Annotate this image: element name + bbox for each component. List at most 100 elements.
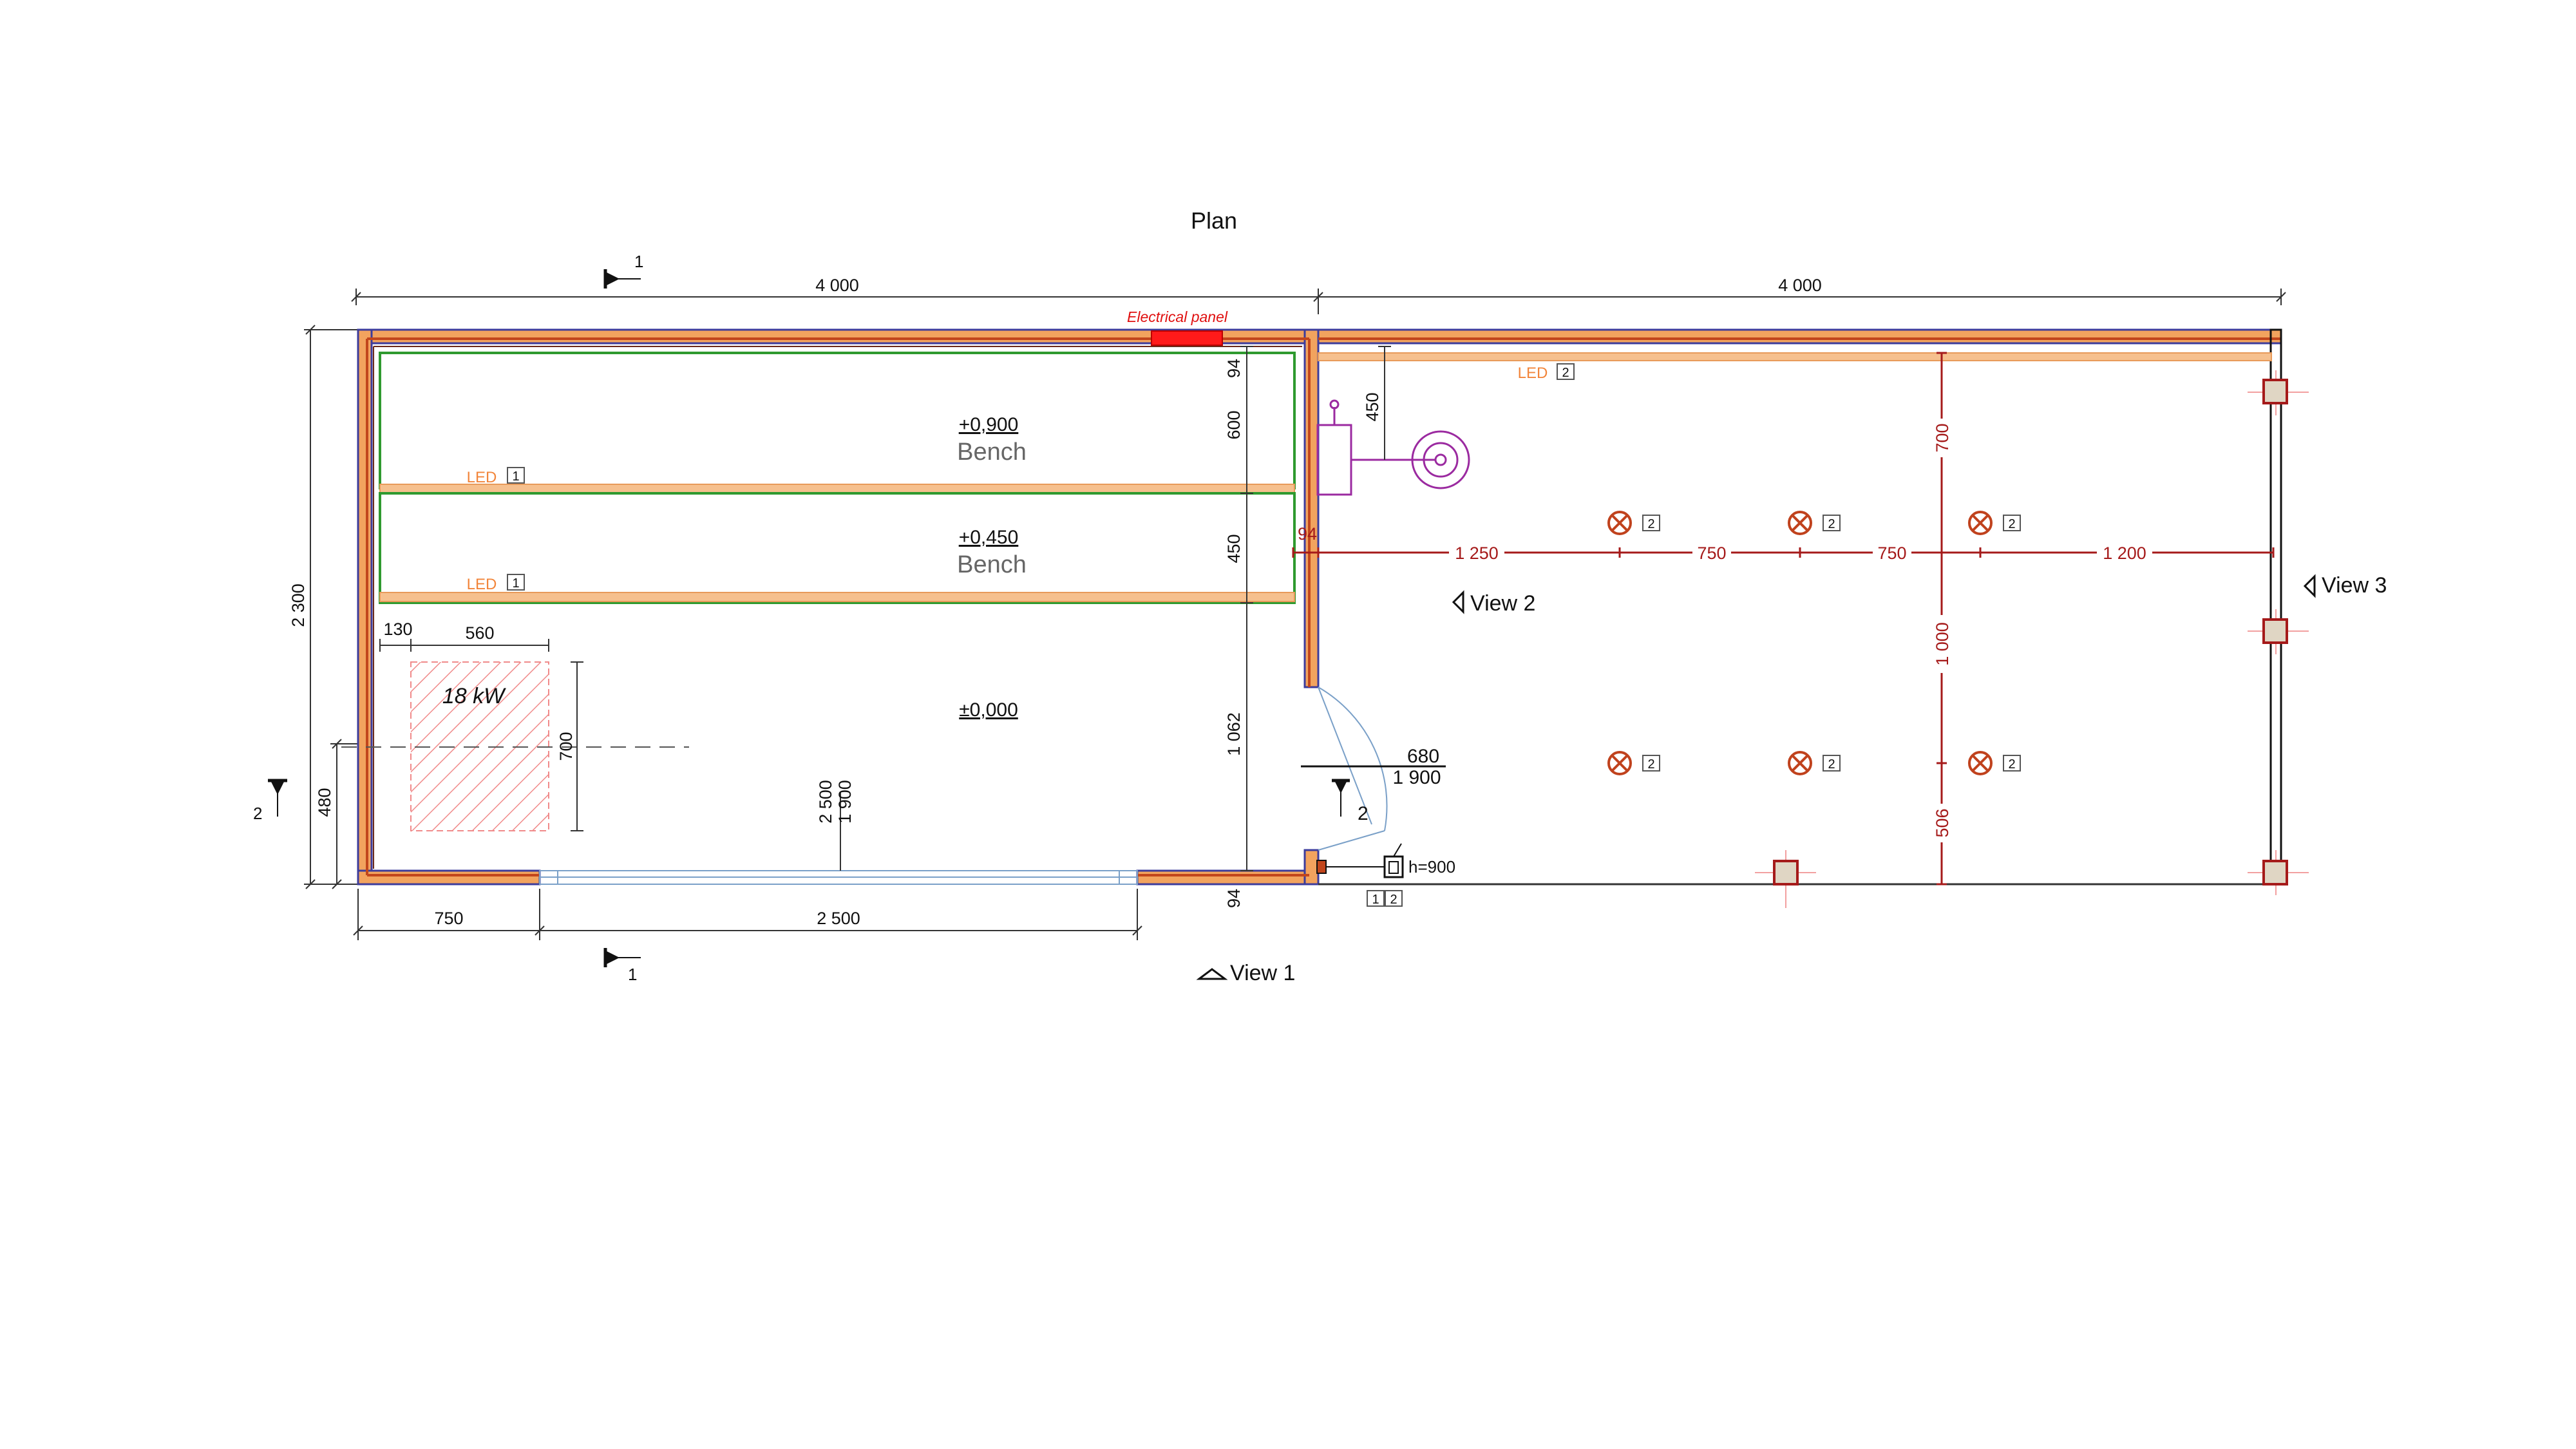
dim-red-750a: 750 <box>1697 544 1726 563</box>
led-upper-tag: 1 <box>512 469 519 484</box>
light-tag-box-1 <box>1642 515 1660 531</box>
dressing-room-walls <box>1317 328 2282 886</box>
dim-partition-94-top: 94 <box>1224 359 1244 378</box>
view3-marker <box>2303 574 2316 598</box>
section-marker-1-bottom <box>603 948 641 967</box>
section-marker-2-left <box>268 779 287 817</box>
dim-partition-450: 450 <box>1224 534 1244 563</box>
dim-left-height: 2 300 <box>289 583 308 627</box>
switch-tag-2: 2 <box>1390 893 1397 907</box>
section-1-bottom-label: 1 <box>628 965 637 984</box>
light-tag-5: 2 <box>1828 757 1835 772</box>
shower-dimension <box>1378 346 1391 460</box>
dim-bottom-750: 750 <box>434 909 463 928</box>
top-dimension-line <box>351 289 2286 314</box>
light-tag-2: 2 <box>1828 517 1835 531</box>
view2-marker <box>1452 590 1464 614</box>
section-marker-1-top <box>603 269 641 289</box>
view1-label: View 1 <box>1230 961 1295 985</box>
section-2-left-label: 2 <box>253 804 262 823</box>
dim-stove-560: 560 <box>465 623 494 643</box>
ceiling-light-1 <box>1607 511 1632 535</box>
light-tag-6: 2 <box>2008 757 2015 772</box>
dim-red-700-bg <box>1931 419 1953 457</box>
dim-bottom-2500: 2 500 <box>817 909 860 928</box>
light-tag-4: 2 <box>1647 757 1654 772</box>
view2-label: View 2 <box>1470 591 1535 616</box>
heater-dimensions <box>379 639 583 831</box>
bench-upper-label: Bench <box>957 439 1027 466</box>
dim-shower-450: 450 <box>1363 392 1382 421</box>
bench-lower <box>379 492 1296 604</box>
floor-level-label: ±0,000 <box>959 699 1018 721</box>
dim-partition-94-bottom: 94 <box>1224 889 1244 908</box>
light-tag-3: 2 <box>2008 517 2015 531</box>
led-2-tag-box <box>1557 363 1575 380</box>
light-tag-box-3 <box>2003 515 2021 531</box>
dim-red-1200: 1 200 <box>2103 544 2146 563</box>
bench-lower-label: Bench <box>957 551 1027 578</box>
switch-tag-box-1 <box>1367 890 1385 907</box>
door-tag: 2 <box>1358 803 1368 824</box>
dim-red-506-bg <box>1931 804 1953 842</box>
ceiling-light-3 <box>1968 511 1993 535</box>
dim-red-1000: 1 000 <box>1933 622 1952 666</box>
led-upper-label: LED <box>467 469 497 486</box>
dim-window-1900: 1 900 <box>835 780 855 824</box>
dim-red-1000-bg <box>1931 615 1953 673</box>
dim-stove-130: 130 <box>383 620 412 639</box>
view3-label: View 3 <box>2322 573 2387 598</box>
plan-title: Plan <box>1191 207 1237 234</box>
dim-stove-700: 700 <box>556 732 576 761</box>
column-right-middle <box>2248 609 2309 654</box>
window <box>539 870 1138 885</box>
light-tag-box-4 <box>1642 755 1660 772</box>
dim-red-1200-bg <box>2097 542 2152 562</box>
led-lower-tag-box <box>507 574 525 591</box>
dim-red-94: 94 <box>1298 524 1317 544</box>
section-1-top-label: 1 <box>634 252 643 271</box>
door-width: 680 <box>1407 746 1439 767</box>
led-lower-tag: 1 <box>512 576 519 591</box>
led-lower-label: LED <box>467 576 497 593</box>
partition-dimension-line <box>1240 346 1253 871</box>
dim-top-right: 4 000 <box>1778 276 1822 295</box>
light-tag-box-2 <box>1823 515 1841 531</box>
door-height: 1 900 <box>1392 767 1441 788</box>
door <box>1301 687 1446 851</box>
column-bottom-middle <box>1755 850 1816 908</box>
shower <box>1316 399 1470 496</box>
dim-red-1250: 1 250 <box>1455 544 1499 563</box>
electrical-panel <box>1151 330 1223 346</box>
bench-lower-level: +0,450 <box>959 527 1019 548</box>
dim-left-480: 480 <box>315 788 334 817</box>
ceiling-light-4 <box>1607 751 1632 775</box>
dim-red-700: 700 <box>1933 423 1952 452</box>
led-strip-2 <box>1318 352 2272 361</box>
dim-partition-600: 600 <box>1224 410 1244 439</box>
ceiling-light-5 <box>1788 751 1812 775</box>
left-dimension-line <box>304 325 361 889</box>
light-tag-box-5 <box>1823 755 1841 772</box>
view1-marker <box>1196 968 1228 980</box>
led-2-label: LED <box>1518 365 1548 382</box>
column-right-top <box>2248 370 2309 415</box>
dim-red-506: 506 <box>1933 808 1952 837</box>
dim-partition-1062: 1 062 <box>1224 712 1244 756</box>
bench-upper-level: +0,900 <box>959 414 1019 435</box>
led-upper-tag-box <box>507 467 525 484</box>
dim-red-750a-bg <box>1692 542 1731 562</box>
light-switch <box>1316 843 1404 878</box>
electrical-panel-label: Electrical panel <box>1127 308 1228 325</box>
light-tag-box-6 <box>2003 755 2021 772</box>
ceiling-light-6 <box>1968 751 1993 775</box>
dim-red-1250-bg <box>1449 542 1504 562</box>
dim-top-left: 4 000 <box>815 276 859 295</box>
led-2-tag: 2 <box>1562 366 1569 380</box>
switch-tag-box-2 <box>1385 890 1403 907</box>
dim-red-750b-bg <box>1873 542 1911 562</box>
column-right-bottom <box>2248 850 2309 895</box>
dim-red-750b: 750 <box>1877 544 1906 563</box>
dim-window-2500: 2 500 <box>816 780 835 824</box>
